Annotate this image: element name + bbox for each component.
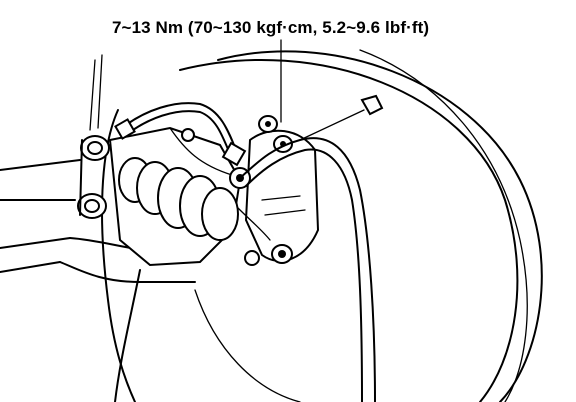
steering-knuckle: [229, 115, 320, 266]
cable-clip: [299, 94, 384, 141]
caliper-bolts: [77, 135, 110, 219]
cv-boot: [118, 157, 239, 241]
brake-hose: [114, 102, 247, 167]
torque-spec-label: 7~13 Nm (70~130 kgf·cm, 5.2~9.6 lbf·ft): [112, 18, 430, 37]
suspension-arm: [0, 54, 196, 283]
wheel-disc-outline: [101, 49, 543, 402]
sensor-cable: [237, 137, 376, 402]
